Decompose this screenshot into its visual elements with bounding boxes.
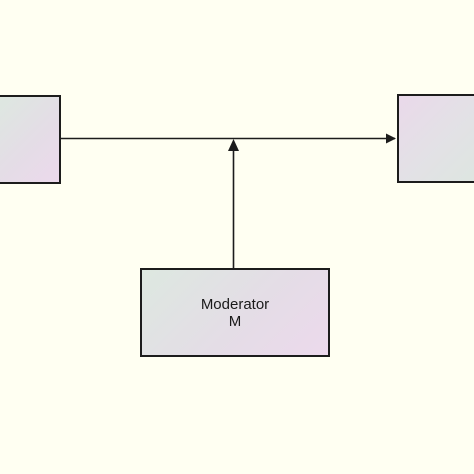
moderator-label-line2: M <box>228 312 242 330</box>
node-left-box[interactable] <box>0 95 61 184</box>
node-moderator-box[interactable]: Moderator M <box>140 268 330 357</box>
moderator-label-line1: Moderator <box>200 295 270 313</box>
edge-moderator-arrowhead <box>228 139 239 151</box>
node-right-box[interactable] <box>397 94 474 183</box>
